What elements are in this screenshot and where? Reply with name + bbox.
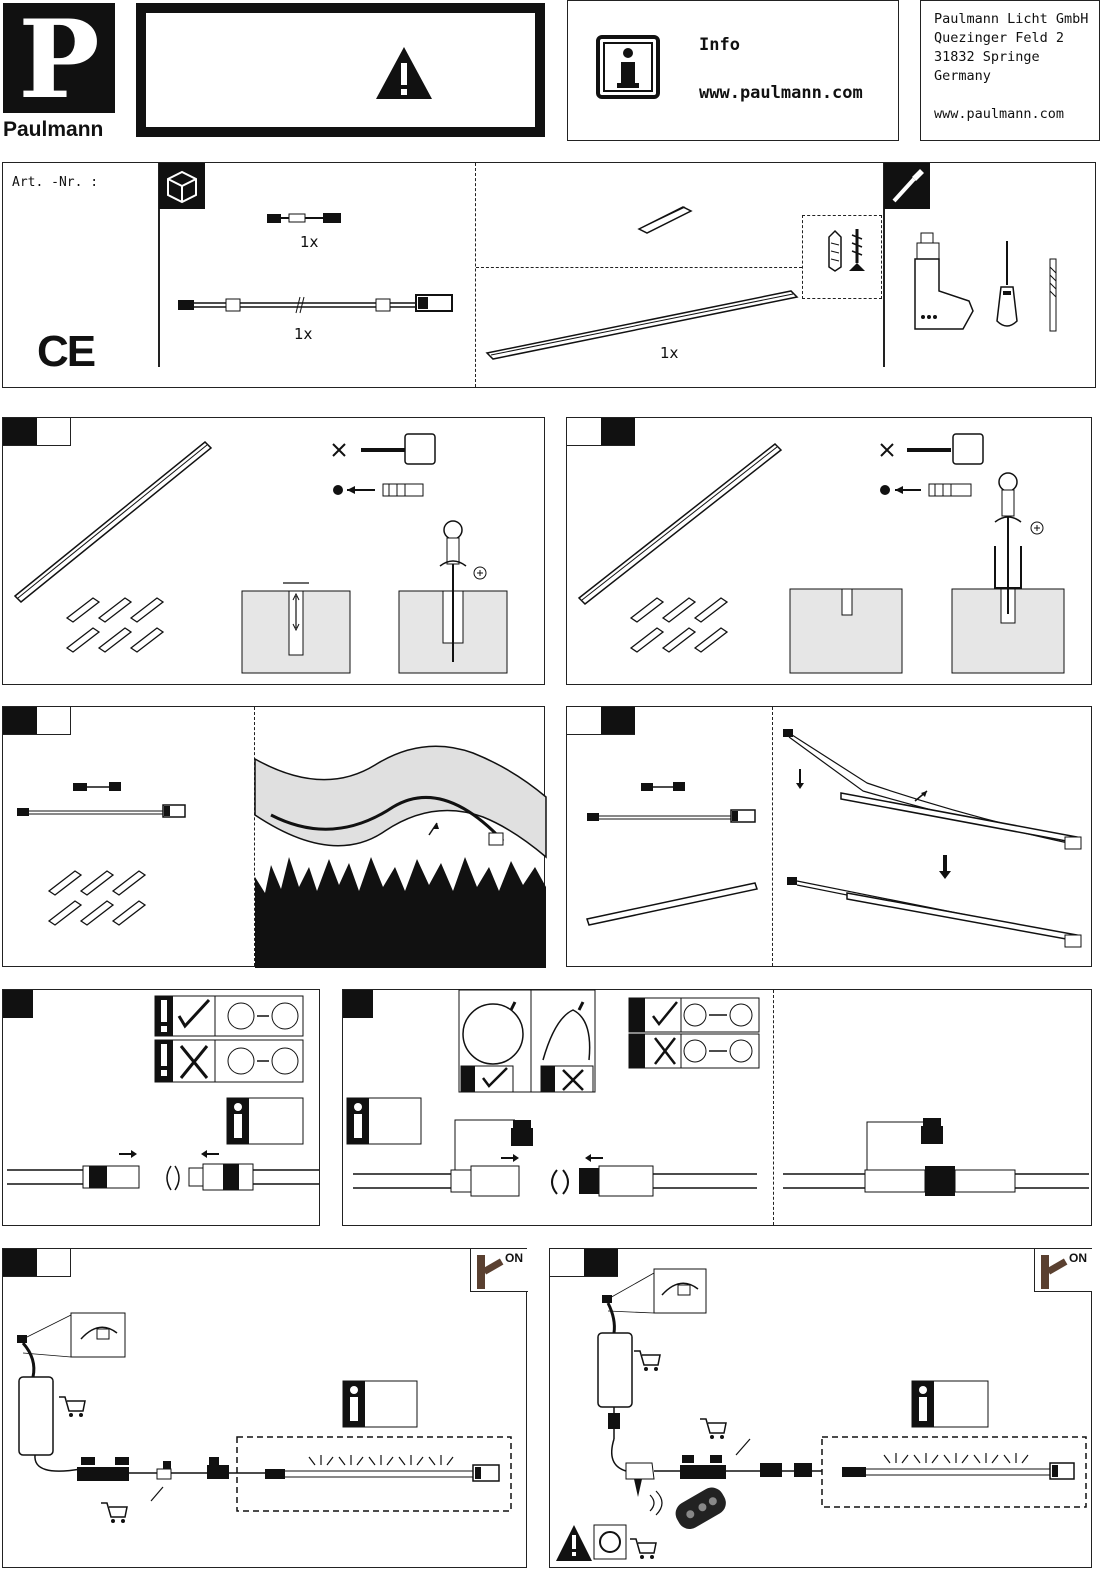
info-panel: Info www.paulmann.com (567, 0, 899, 141)
step-5-panel (2, 989, 320, 1226)
address-line-2: Quezinger Feld 2 (934, 30, 1065, 46)
step-4-illustration (586, 729, 1082, 948)
warning-icon (376, 47, 432, 99)
connector-tab (343, 990, 373, 1018)
connector-panel (342, 989, 1092, 1226)
step-1-tab (3, 418, 71, 446)
step-1-illustration (13, 433, 508, 674)
cart-icon (634, 1350, 661, 1371)
divider (476, 267, 802, 268)
brand-name: Paulmann (3, 118, 104, 141)
address-panel: Paulmann Licht GmbH Quezinger Feld 2 318… (920, 0, 1100, 141)
item-qty-1: 1x (300, 233, 319, 251)
cart-icon (101, 1502, 128, 1523)
paulmann-logo: P (3, 0, 115, 123)
step-5-illustration (7, 995, 319, 1191)
step-6-tab (3, 1249, 71, 1277)
logo-letter: P (18, 0, 100, 123)
address-url[interactable]: www.paulmann.com (934, 106, 1065, 122)
step-5-tab (3, 990, 33, 1018)
cart-icon (59, 1396, 86, 1417)
ce-mark: CE (37, 327, 96, 376)
step-2-illustration (577, 433, 1065, 674)
step-6-illustration (17, 1312, 512, 1523)
drill-bit-icon (1049, 258, 1057, 332)
divider (254, 707, 255, 966)
drill-icon (914, 232, 974, 330)
item-qty-3: 1x (660, 344, 679, 362)
step-3-tab (3, 707, 71, 735)
step-7-tab (550, 1249, 618, 1277)
on-label: ON (1069, 1251, 1087, 1265)
item-qty-2: 1x (294, 325, 313, 343)
step-1-panel (2, 417, 545, 685)
info-icon (596, 35, 660, 99)
switch-on-icon: ON (470, 1249, 528, 1292)
led-strip-item (178, 294, 453, 314)
step-4-tab (567, 707, 635, 735)
mounting-clip-item (637, 206, 693, 234)
cart-icon (700, 1418, 727, 1439)
step-3-illustration (17, 745, 547, 968)
step-3-panel (2, 706, 547, 968)
info-url[interactable]: www.paulmann.com (699, 83, 863, 103)
dimmer-icon (599, 1531, 621, 1553)
contents-panel: Art. -Nr. : CE 1x 1x 1x (2, 162, 1096, 388)
warning-panel (136, 3, 545, 137)
address-line-1: Paulmann Licht GmbH (934, 11, 1089, 27)
address-line-4: Germany (934, 68, 991, 84)
check-icon (177, 998, 211, 1029)
fixings-box (802, 215, 882, 299)
tools-icon (884, 163, 930, 209)
step-6-panel: ON (2, 1248, 528, 1568)
aluminium-profile-item (485, 290, 799, 360)
step-7-illustration (556, 1268, 1087, 1561)
connector-illustration (346, 989, 1089, 1197)
info-title: Info (699, 35, 740, 55)
divider (158, 163, 160, 367)
cross-icon (179, 1045, 209, 1079)
step-2-panel (566, 417, 1092, 685)
divider (475, 163, 476, 387)
box-icon (159, 163, 205, 209)
screw-icon (849, 229, 865, 271)
step-2-tab (567, 418, 635, 446)
screwdriver-icon (996, 241, 1018, 327)
divider (772, 707, 773, 966)
step-4-panel (566, 706, 1092, 967)
connector-cable-item (267, 213, 341, 223)
on-label: ON (505, 1251, 523, 1265)
remote-icon (675, 1487, 726, 1529)
address-line-3: 31832 Springe (934, 49, 1040, 65)
dowel-icon (828, 229, 842, 272)
step-7-panel: ON (549, 1248, 1092, 1568)
art-nr-label: Art. -Nr. : (12, 175, 99, 190)
divider (773, 990, 774, 1225)
cart-icon (630, 1538, 657, 1559)
divider (883, 163, 885, 367)
switch-on-icon: ON (1034, 1249, 1092, 1292)
